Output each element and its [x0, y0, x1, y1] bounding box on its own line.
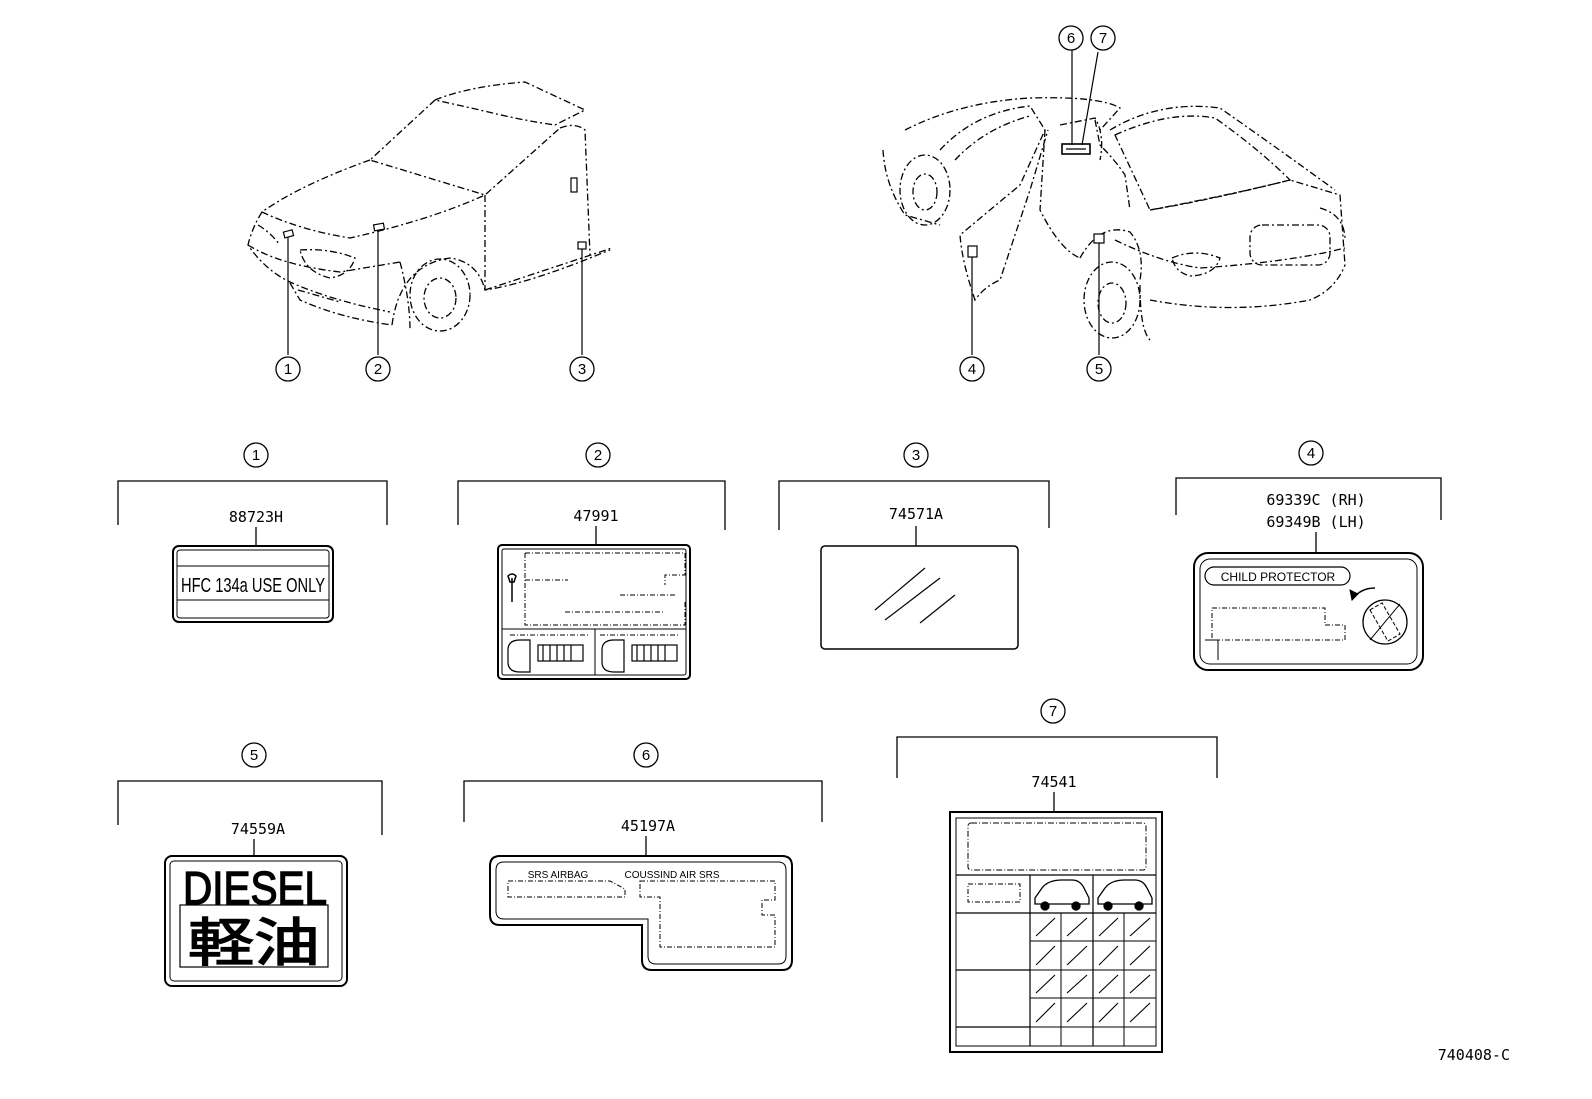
grid-slash — [1035, 945, 1056, 966]
car-callout-4: 4 — [968, 361, 976, 378]
car-callout-5: 5 — [1095, 361, 1103, 378]
section-callout-1: 1 — [252, 447, 260, 464]
section-callout-6: 6 — [642, 747, 650, 764]
grid-slash — [1098, 917, 1119, 937]
grid-slash — [1129, 1002, 1151, 1023]
label-4-text: CHILD PROTECTOR — [1221, 570, 1336, 584]
label-6-srs-airbag-sticker: SRS AIRBAG COUSSIND AIR SRS — [489, 855, 793, 971]
grid-slash — [1066, 945, 1088, 966]
car-callout-7: 7 — [1099, 30, 1107, 47]
car-callout-6: 6 — [1067, 30, 1075, 47]
front-car-illustration — [247, 81, 613, 332]
grid-slash — [1098, 945, 1119, 966]
section-callout-3: 3 — [912, 447, 920, 464]
label-1-text: HFC 134a USE ONLY — [181, 575, 325, 597]
part-number-4-rh: 69339C (RH) — [1266, 491, 1365, 509]
lock-knob-icon — [1362, 599, 1408, 645]
label-5-text-kanji: 軽油 — [188, 915, 320, 973]
part-leader-lines — [253, 526, 1317, 857]
rear-car-illustration — [882, 97, 1346, 341]
label-5-diesel-sticker: DIESEL 軽油 — [164, 855, 348, 987]
front-car-leader-lines — [287, 230, 583, 355]
section-callout-2: 2 — [594, 447, 602, 464]
label-6-text-srs: SRS AIRBAG — [528, 870, 589, 881]
part-number-2: 47991 — [573, 507, 618, 525]
section-brackets — [117, 477, 1442, 835]
part-number-4-lh: 69349B (LH) — [1266, 513, 1365, 531]
grid-slash — [1035, 917, 1056, 937]
grid-slash — [1066, 974, 1088, 994]
grid-slash — [1035, 974, 1056, 994]
drawing-number: 740408-C — [1438, 1046, 1510, 1064]
connector-icon — [601, 639, 678, 673]
label-2-sticker — [497, 544, 691, 680]
label-6-text-coussind: COUSSIND AIR SRS — [624, 870, 719, 881]
wrench-icon — [507, 573, 517, 602]
car-callout-2: 2 — [374, 361, 382, 378]
section-callout-7: 7 — [1049, 703, 1057, 720]
section-callout-4: 4 — [1307, 445, 1315, 462]
grid-slash — [1129, 974, 1151, 994]
front-car-label-markers — [282, 177, 587, 250]
car-callouts — [275, 25, 1116, 382]
part-number-6: 45197A — [621, 817, 675, 835]
part-number-3: 74571A — [889, 505, 943, 523]
label-5-text-diesel: DIESEL — [183, 862, 327, 914]
grid-slash — [1098, 974, 1119, 994]
grid-slash — [1129, 917, 1151, 937]
rear-car-leader-lines — [971, 48, 1100, 355]
grid-slash — [1098, 1002, 1119, 1023]
car-icon — [1097, 879, 1153, 911]
part-number-1: 88723H — [229, 508, 283, 526]
car-icon — [1034, 879, 1090, 911]
grid-slash — [1129, 945, 1151, 966]
label-7-tire-pressure-sticker — [949, 811, 1163, 1053]
label-1-hfc-sticker: HFC 134a USE ONLY — [172, 545, 334, 623]
rear-car-label-markers — [967, 143, 1105, 258]
car-callout-3: 3 — [578, 361, 586, 378]
connector-icon — [507, 639, 584, 673]
part-number-7: 74541 — [1031, 773, 1076, 791]
section-callout-circles — [241, 440, 1324, 768]
label-3-sticker — [820, 545, 1019, 650]
label-4-child-protector-sticker: CHILD PROTECTOR — [1193, 552, 1424, 671]
section-callout-5: 5 — [250, 747, 258, 764]
grid-slash — [1066, 1002, 1088, 1023]
part-number-5: 74559A — [231, 820, 285, 838]
grid-slash — [1066, 917, 1088, 937]
grid-slash — [1035, 1002, 1056, 1023]
car-callout-1: 1 — [284, 361, 292, 378]
